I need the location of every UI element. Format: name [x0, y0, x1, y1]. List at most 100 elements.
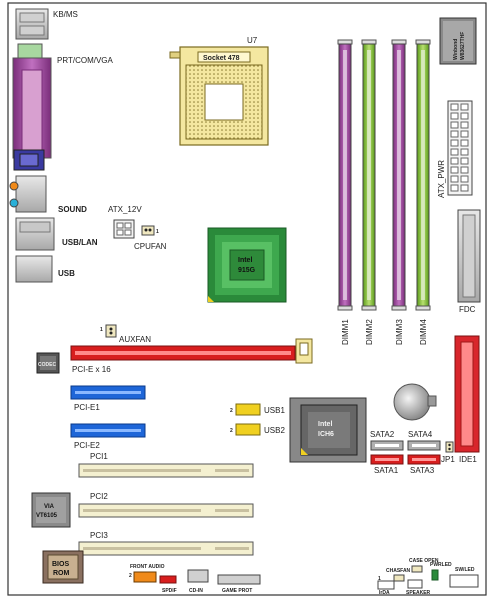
dimm1-slot	[337, 39, 353, 311]
pwrled-header	[431, 569, 439, 581]
winbond-label-1: Winbond	[453, 39, 459, 60]
kbms-label: KB/MS	[53, 10, 78, 19]
chasfan-pin1: 1	[378, 576, 381, 582]
dimm3-label: DIMM3	[395, 319, 404, 345]
case-open-header	[411, 565, 423, 573]
cpu-socket	[169, 46, 269, 146]
sound-label: SOUND	[58, 205, 87, 214]
northbridge-chip	[207, 227, 287, 303]
pcie2-label: PCI-E2	[74, 441, 100, 450]
sata2-port	[370, 440, 404, 451]
pci2-label: PCI2	[90, 492, 108, 501]
sata3-label: SATA3	[410, 466, 435, 475]
kbms-port	[15, 8, 49, 40]
usb-lan-label: USB/LAN	[62, 238, 98, 247]
bios-label-2: ROM	[53, 570, 70, 577]
atx-12v-connector	[113, 219, 135, 239]
spdif-label: SPDIF	[162, 588, 177, 594]
dimm2-slot	[361, 39, 377, 311]
game-port-header	[217, 574, 261, 585]
codec-chip	[36, 352, 60, 374]
usb1-header	[235, 403, 261, 416]
sw-led-header	[449, 574, 479, 588]
jp1-jumper	[445, 441, 454, 453]
cdin-header	[187, 569, 209, 583]
cpufan-connector	[141, 225, 155, 236]
southbridge-chip	[289, 397, 367, 463]
pcie1-slot	[70, 385, 146, 400]
pci2-slot	[78, 503, 254, 518]
northbridge-label-1: Intel	[238, 257, 252, 264]
lan-chip-label-1: VIA	[44, 504, 55, 510]
socket-label: Socket 478	[203, 55, 240, 62]
game-port-label: GAME PROT	[222, 588, 252, 594]
codec-label: CODEC	[38, 362, 56, 368]
irda-label: IrDA	[379, 590, 390, 596]
dimm1-label: DIMM1	[341, 319, 350, 345]
cpufan-pin1: 1	[156, 229, 159, 235]
pcie1-label: PCI-E1	[74, 403, 100, 412]
pwrled-label: PWRLED	[430, 562, 452, 568]
usb2-label: USB2	[264, 426, 285, 435]
prt-com-vga-port	[12, 43, 52, 171]
usb-lan-port	[15, 217, 55, 251]
pci3-slot	[78, 541, 254, 556]
auxfan-label: AUXFAN	[119, 335, 151, 344]
case-open-label: CASE OPEN	[409, 558, 439, 564]
jp1-label: JP1	[441, 455, 455, 464]
dimm4-slot	[415, 39, 431, 311]
sata4-port	[407, 440, 441, 451]
auxfan-pin1: 1	[100, 327, 103, 333]
cdin-label: CD-IN	[189, 588, 203, 594]
irda-header	[377, 580, 395, 590]
pci3-label: PCI3	[90, 531, 108, 540]
pcie-x16-slot	[70, 338, 313, 364]
usb2-header	[235, 423, 261, 436]
ide1-label: IDE1	[459, 455, 477, 464]
usb-label: USB	[58, 269, 75, 278]
speaker-label: SPEAKER	[406, 590, 431, 596]
bios-label-1: BIOS	[52, 561, 69, 568]
cmos-battery	[393, 383, 437, 421]
cpufan-label: CPUFAN	[134, 242, 167, 251]
usb1-pin2: 2	[230, 408, 233, 414]
lan-chip	[31, 492, 71, 528]
sound-port	[9, 175, 47, 213]
auxfan-connector	[105, 324, 117, 338]
chasfan-label: CHASFAN	[386, 568, 411, 574]
fdc-label: FDC	[459, 305, 476, 314]
pci1-slot	[78, 463, 254, 478]
pcie2-slot	[70, 423, 146, 438]
front-audio-label: FRONT AUDIO	[130, 564, 165, 570]
winbond-chip	[439, 17, 477, 65]
ide1-connector	[454, 335, 480, 453]
atx-12v-label: ATX_12V	[108, 205, 142, 214]
dimm3-slot	[391, 39, 407, 311]
speaker-header	[407, 579, 423, 589]
winbond-label-2: W83627THF	[460, 32, 466, 60]
southbridge-label-2: ICH6	[318, 431, 334, 438]
pci1-label: PCI1	[90, 452, 108, 461]
front-audio-pin2: 2	[129, 573, 132, 579]
dimm4-label: DIMM4	[419, 319, 428, 345]
sw-led-label: SW/LED	[455, 567, 475, 573]
usb2-pin2: 2	[230, 428, 233, 434]
sata2-label: SATA2	[370, 430, 395, 439]
sata1-port	[370, 454, 404, 465]
dimm2-label: DIMM2	[365, 319, 374, 345]
lan-chip-label-2: VT6105	[36, 513, 58, 519]
bios-chip	[42, 550, 84, 584]
sata4-label: SATA4	[408, 430, 433, 439]
u7-label: U7	[247, 36, 258, 45]
pcie-x16-label: PCI-E x 16	[72, 365, 111, 374]
spdif-header	[159, 575, 177, 584]
usb1-label: USB1	[264, 406, 285, 415]
sata1-label: SATA1	[374, 466, 399, 475]
sata3-port	[407, 454, 441, 465]
atx-pwr-label: ATX_PWR	[437, 160, 446, 198]
fdc-connector	[457, 209, 481, 303]
prt-com-vga-label: PRT/COM/VGA	[57, 56, 114, 65]
southbridge-label-1: Intel	[318, 421, 332, 428]
